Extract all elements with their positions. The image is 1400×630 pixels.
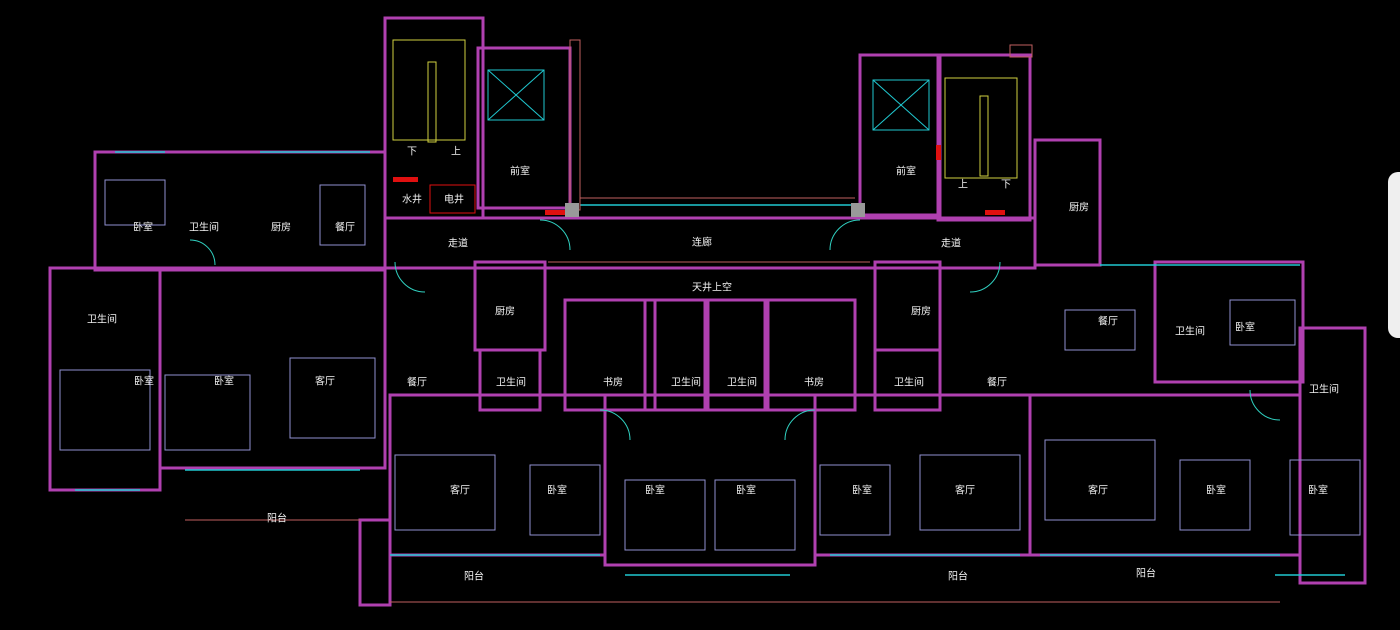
room-label: 客厅	[450, 485, 470, 497]
stair-label: 上	[958, 179, 968, 191]
walls	[48, 16, 1367, 607]
room-label: 客厅	[315, 376, 335, 388]
room-label: 走道	[448, 238, 468, 250]
stair-label: 下	[407, 146, 417, 158]
room-label: 连廊	[692, 237, 712, 249]
room-label: 前室	[510, 166, 530, 178]
room-label: 前室	[896, 166, 916, 178]
room-label: 卧室	[1206, 485, 1226, 497]
room-label: 客厅	[1088, 485, 1108, 497]
room-label: 卧室	[134, 376, 154, 388]
room-label: 阳台	[1136, 568, 1156, 580]
room-label: 阳台	[267, 513, 287, 525]
room-label: 餐厅	[335, 222, 355, 234]
room-label: 餐厅	[1098, 316, 1118, 328]
room-label: 餐厅	[987, 377, 1007, 389]
room-label: 书房	[603, 377, 623, 389]
stairs	[392, 39, 1018, 179]
room-label: 卫生间	[1309, 384, 1339, 396]
room-label: 卧室	[133, 222, 153, 234]
room-label: 走道	[941, 238, 961, 250]
room-label: 卫生间	[894, 377, 924, 389]
room-label: 厨房	[271, 222, 291, 234]
room-label: 卧室	[1308, 485, 1328, 497]
room-label: 厨房	[911, 306, 931, 318]
room-label: 厨房	[1069, 202, 1089, 214]
room-label: 客厅	[955, 485, 975, 497]
red-marks	[393, 145, 1005, 215]
room-label: 餐厅	[407, 377, 427, 389]
room-label: 卫生间	[87, 314, 117, 326]
room-label: 卧室	[645, 485, 665, 497]
room-label: 卫生间	[727, 377, 757, 389]
furniture	[59, 179, 1361, 551]
room-label: 厨房	[495, 306, 515, 318]
room-label: 卫生间	[496, 377, 526, 389]
columns	[565, 203, 865, 217]
side-panel-handle[interactable]	[1388, 172, 1400, 338]
room-label: 卧室	[736, 485, 756, 497]
room-label: 卫生间	[1175, 326, 1205, 338]
room-label: 阳台	[948, 571, 968, 583]
elevators	[487, 69, 930, 131]
room-label: 书房	[804, 377, 824, 389]
windows	[75, 151, 1345, 576]
room-label: 卧室	[214, 376, 234, 388]
room-label: 卫生间	[671, 377, 701, 389]
stair-label: 下	[1001, 179, 1011, 191]
room-label: 卧室	[852, 485, 872, 497]
stair-label: 上	[451, 146, 461, 158]
doors	[189, 219, 1281, 441]
room-label: 水井	[402, 194, 422, 206]
room-label: 天井上空	[692, 282, 732, 294]
room-label: 电井	[444, 194, 464, 206]
room-label: 阳台	[464, 571, 484, 583]
room-label: 卫生间	[189, 222, 219, 234]
room-label: 卧室	[547, 485, 567, 497]
room-label: 卧室	[1235, 322, 1255, 334]
